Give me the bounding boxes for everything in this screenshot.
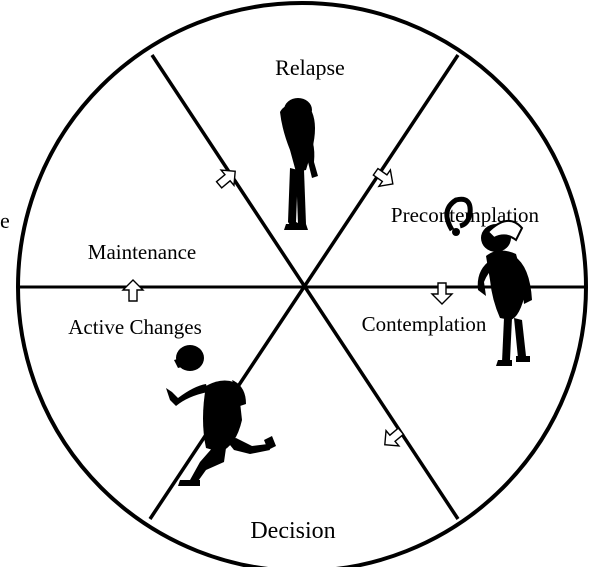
stage-label-relapse: Relapse [275, 55, 345, 80]
slumped-figure-illustration [280, 98, 318, 230]
running-figure-illustration [166, 345, 276, 486]
arrow-relapse-to-precontemplation [372, 167, 394, 188]
stage-label-decision: Decision [250, 518, 335, 544]
stage-label-maintenance: Maintenance [88, 240, 196, 264]
spoke-diagonal-right [148, 54, 460, 520]
arrow-precontemplation-to-contemplation [430, 282, 454, 305]
arrow-contemplation-to-decision [384, 427, 405, 447]
stage-label-active-changes: Active Changes [68, 315, 202, 339]
puzzled-figure-illustration [444, 196, 532, 366]
stage-label-contemplation: Contemplation [362, 312, 487, 336]
arrow-maintenance-to-relapse [215, 169, 236, 189]
arrow-active-changes-to-maintenance [121, 279, 145, 302]
cropped-label-fragment: e [0, 208, 10, 233]
